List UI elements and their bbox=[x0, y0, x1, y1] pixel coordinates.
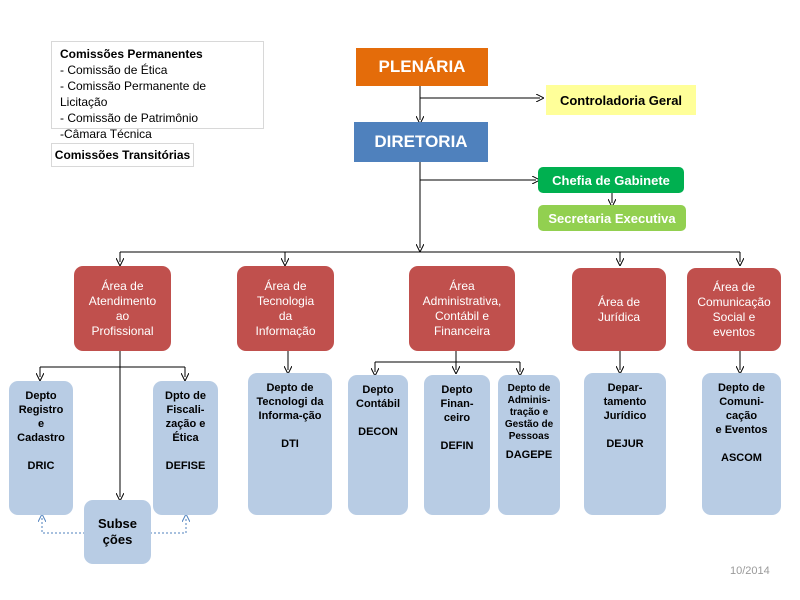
dept-code: DAGEPE bbox=[505, 449, 553, 461]
area-atendimento-box: Área de Atendimento ao Profissional bbox=[74, 266, 171, 351]
area-label: Área de Jurídica bbox=[597, 294, 641, 324]
dept-name: Depto de Tecnologi da Informa-ção bbox=[256, 382, 324, 422]
dept-code: DTI bbox=[281, 438, 299, 450]
dept-code: DEFIN bbox=[440, 440, 474, 452]
area-label: Área Administrativa, Contábil e Financei… bbox=[422, 278, 502, 338]
chefia-gabinete-label: Chefia de Gabinete bbox=[552, 172, 670, 188]
comissoes-permanentes-title: Comissões Permanentes bbox=[60, 47, 203, 61]
chefia-gabinete-box: Chefia de Gabinete bbox=[538, 167, 684, 193]
area-comunicacao-box: Área de Comunicação Social e eventos bbox=[687, 268, 781, 351]
area-tecnologia-box: Área de Tecnologia da Informação bbox=[237, 266, 334, 351]
diretoria-label: DIRETORIA bbox=[374, 132, 468, 151]
area-label: Área de Atendimento ao Profissional bbox=[88, 278, 157, 338]
dept-name: Depto de Adminis- tração e Gestão de Pes… bbox=[504, 383, 554, 442]
area-juridica-box: Área de Jurídica bbox=[572, 268, 666, 351]
plenaria-box: PLENÁRIA bbox=[356, 48, 488, 86]
dept-dti-box: Depto de Tecnologi da Informa-ção DTI bbox=[248, 373, 332, 515]
dept-code: DECON bbox=[358, 426, 398, 438]
area-administrativa-box: Área Administrativa, Contábil e Financei… bbox=[409, 266, 515, 351]
dept-code: ASCOM bbox=[721, 452, 762, 464]
dept-name: Depto Registro e Cadastro bbox=[17, 390, 65, 444]
legend-item: - Comissão de Ética bbox=[60, 63, 168, 77]
area-label: Área de Tecnologia da Informação bbox=[255, 278, 316, 338]
dept-defin-box: Depto Finan- ceiro DEFIN bbox=[424, 375, 490, 515]
comissoes-permanentes-box: Comissões Permanentes - Comissão de Étic… bbox=[51, 41, 264, 141]
dept-dric-box: Depto Registro e Cadastro DRIC bbox=[9, 381, 73, 515]
controladoria-label: Controladoria Geral bbox=[559, 92, 683, 108]
dept-name: Depto de Comuni- cação e Eventos bbox=[715, 382, 768, 436]
area-label: Área de Comunicação Social e eventos bbox=[697, 279, 771, 339]
dept-name: Depto Finan- ceiro bbox=[440, 384, 474, 424]
controladoria-box: Controladoria Geral bbox=[546, 85, 696, 115]
secretaria-executiva-label: Secretaria Executiva bbox=[548, 210, 676, 226]
legend-item: - Comissão Permanente de Licitação bbox=[60, 79, 207, 109]
dept-decon-box: Depto Contábil DECON bbox=[348, 375, 408, 515]
dept-ascom-box: Depto de Comuni- cação e Eventos ASCOM bbox=[702, 373, 781, 515]
comissoes-transitorias-box: Comissões Transitórias bbox=[51, 143, 194, 167]
dept-defise-box: Dpto de Fiscali- zação e Ética DEFISE bbox=[153, 381, 218, 515]
comissoes-transitorias-label: Comissões Transitórias bbox=[54, 148, 191, 162]
legend-item: -Câmara Técnica bbox=[60, 127, 152, 141]
dept-name: Depto Contábil bbox=[356, 384, 400, 410]
plenaria-label: PLENÁRIA bbox=[378, 57, 466, 76]
secretaria-executiva-box: Secretaria Executiva bbox=[538, 205, 686, 231]
dept-code: DEFISE bbox=[165, 460, 206, 472]
date-label: 10/2014 bbox=[730, 565, 770, 577]
dept-name: Dpto de Fiscali- zação e Ética bbox=[165, 390, 206, 444]
legend-item: - Comissão de Patrimônio bbox=[60, 111, 199, 125]
dept-name: Depar- tamento Jurídico bbox=[603, 382, 647, 422]
subsecoes-box: Subse ções bbox=[84, 500, 151, 564]
dept-code: DRIC bbox=[27, 460, 55, 472]
dept-dejur-box: Depar- tamento Jurídico DEJUR bbox=[584, 373, 666, 515]
diretoria-box: DIRETORIA bbox=[354, 122, 488, 162]
dept-dagepe-box: Depto de Adminis- tração e Gestão de Pes… bbox=[498, 375, 560, 515]
subsecoes-label: Subse ções bbox=[97, 516, 137, 547]
dept-code: DEJUR bbox=[606, 438, 644, 450]
